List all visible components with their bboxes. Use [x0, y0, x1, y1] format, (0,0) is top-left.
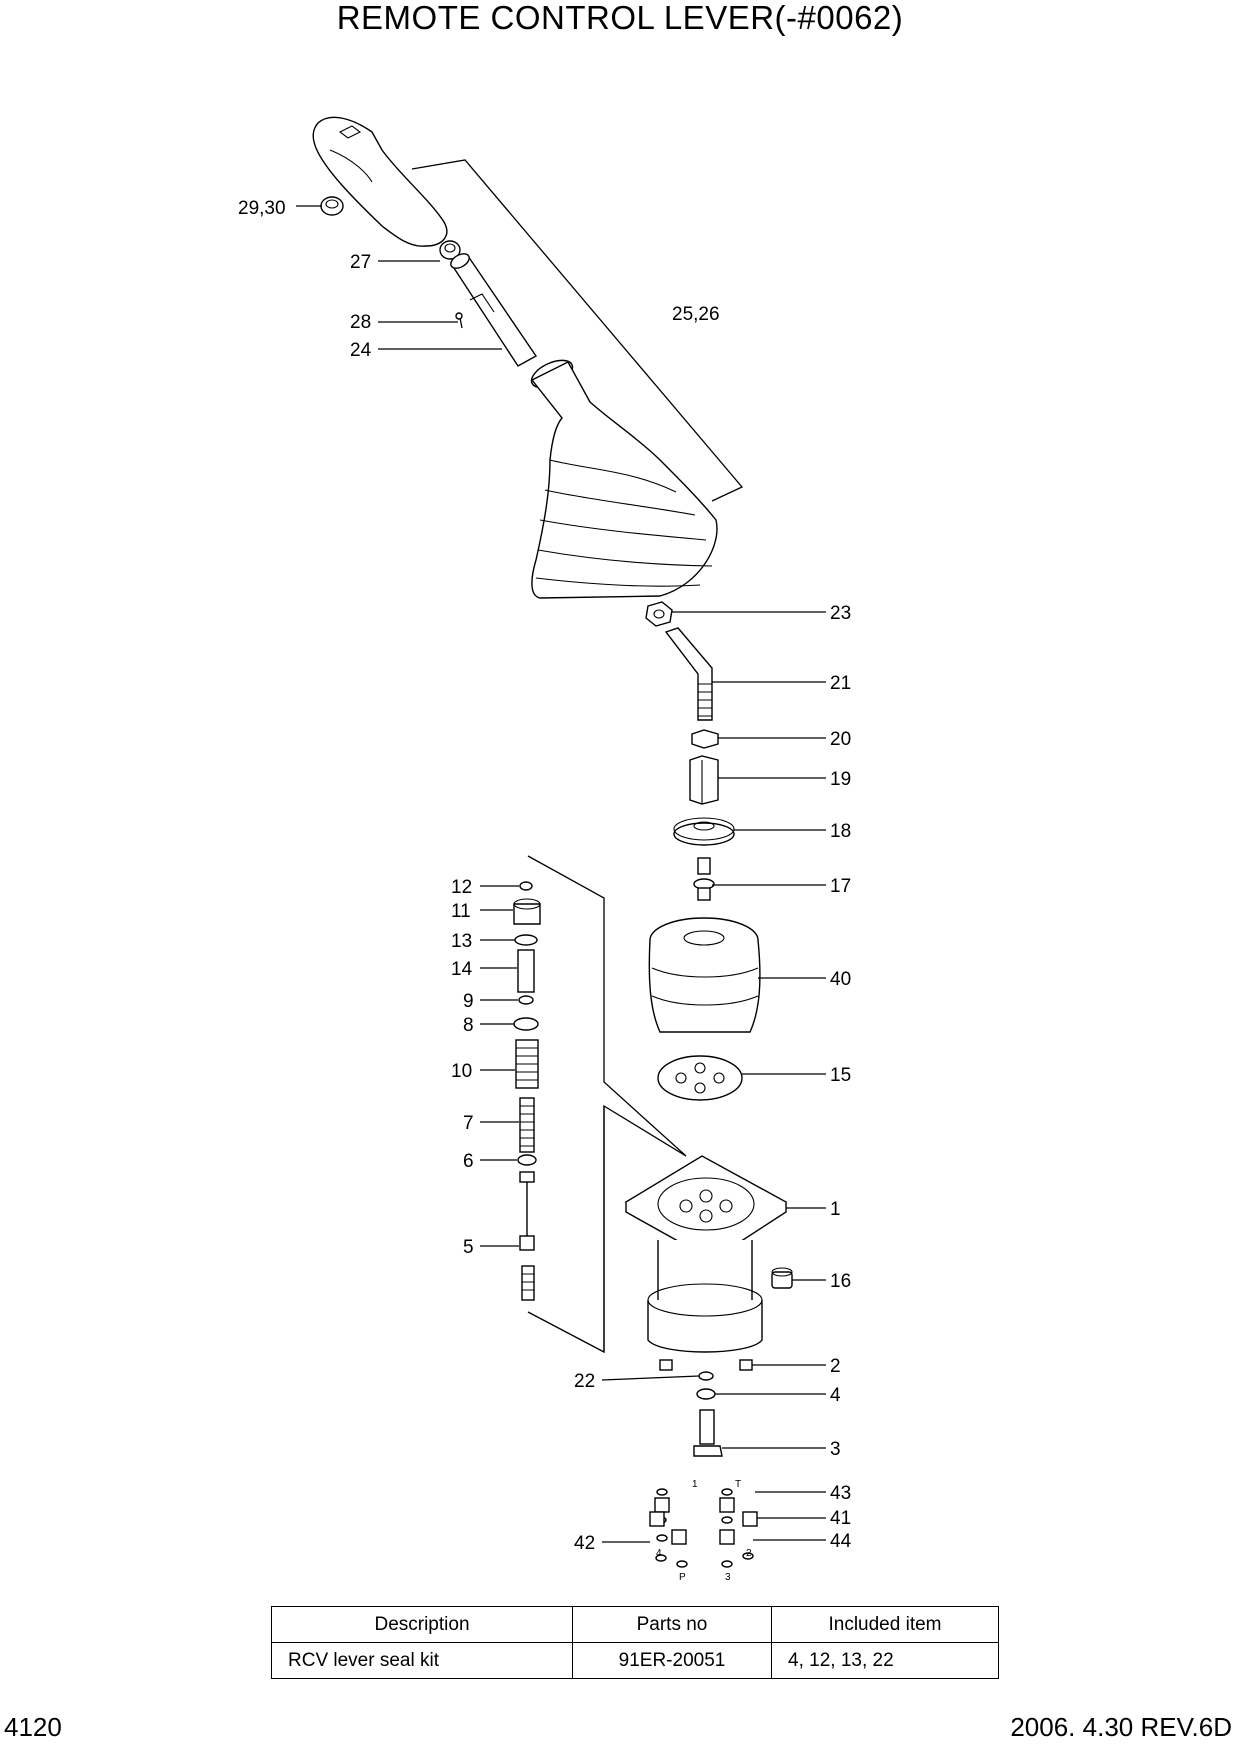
port-label-4: 4 — [656, 1548, 662, 1559]
part-21-rod — [664, 627, 713, 721]
callout-23: 23 — [830, 603, 851, 624]
callout-17: 17 — [830, 876, 851, 897]
callout-16: 16 — [830, 1271, 851, 1292]
part-24-lever-pipe — [450, 253, 538, 367]
callout-29-30: 29,30 — [238, 198, 286, 219]
callout-11: 11 — [451, 901, 471, 922]
spool-subassembly — [513, 881, 541, 1301]
column-header-parts-no: Parts no — [572, 1606, 772, 1643]
part-27-plug — [439, 240, 461, 260]
callout-27: 27 — [350, 252, 371, 273]
callout-9: 9 — [463, 991, 474, 1012]
callout-10: 10 — [451, 1061, 472, 1082]
table-row: RCV lever seal kit 91ER-20051 4, 12, 13,… — [271, 1642, 999, 1679]
callout-19: 19 — [830, 769, 851, 790]
callout-6: 6 — [463, 1151, 474, 1172]
callout-2: 2 — [830, 1356, 841, 1377]
callout-18: 18 — [830, 821, 851, 842]
page-number: 4120 — [4, 1712, 62, 1742]
port-label-P: P — [679, 1572, 686, 1583]
callout-24: 24 — [350, 340, 372, 361]
part-22-oring — [698, 1371, 714, 1381]
port-label-3: 3 — [725, 1572, 731, 1583]
seal-kit-table: Description Parts no Included item RCV l… — [271, 1606, 999, 1679]
column-header-description: Description — [271, 1606, 573, 1643]
part-15-plate — [657, 1055, 743, 1101]
callout-5: 5 — [463, 1237, 474, 1258]
callout-13: 13 — [451, 931, 472, 952]
port-label-1: 1 — [692, 1479, 698, 1490]
callout-8: 8 — [463, 1015, 474, 1036]
cell-parts-no: 91ER-20051 — [572, 1642, 772, 1679]
grip-handle — [312, 116, 448, 247]
callout-28: 28 — [350, 312, 371, 333]
callout-3: 3 — [830, 1439, 841, 1460]
callout-15: 15 — [830, 1065, 851, 1086]
callout-25-26: 25,26 — [672, 304, 720, 325]
cell-description: RCV lever seal kit — [271, 1642, 573, 1679]
port-label-T: T — [735, 1479, 741, 1490]
revision-stamp: 2006. 4.30 REV.6D — [1010, 1712, 1232, 1742]
part-20-nut — [691, 729, 719, 749]
part-16-plug — [771, 1267, 793, 1289]
part-25-26-boot — [530, 359, 718, 599]
port-label-2: 2 — [746, 1548, 752, 1559]
port-fittings — [649, 1488, 758, 1568]
part-29-30-grommet — [320, 196, 344, 216]
table-header-row: Description Parts no Included item — [271, 1606, 999, 1643]
callout-22: 22 — [574, 1371, 595, 1392]
part-1-casing — [624, 1155, 788, 1353]
callout-14: 14 — [451, 959, 473, 980]
callout-20: 20 — [830, 729, 851, 750]
part-3-plug — [693, 1409, 723, 1457]
part-2-bolts — [659, 1359, 753, 1371]
callout-40: 40 — [830, 969, 851, 990]
callout-21: 21 — [830, 673, 851, 694]
callout-12: 12 — [451, 877, 472, 898]
callout-43: 43 — [830, 1483, 851, 1504]
part-23-nut — [645, 601, 673, 627]
column-header-included-item: Included item — [771, 1606, 999, 1643]
part-40-boot — [648, 917, 761, 1033]
callout-41: 41 — [830, 1508, 851, 1529]
page-title: REMOTE CONTROL LEVER(-#0062) — [336, 0, 904, 36]
part-28-screw — [455, 312, 463, 329]
part-19-coupling — [689, 755, 719, 805]
callout-1: 1 — [830, 1199, 841, 1220]
callout-42: 42 — [574, 1533, 595, 1554]
callout-44: 44 — [830, 1531, 852, 1552]
leader-lines — [296, 205, 826, 1543]
part-4-oring — [696, 1388, 716, 1400]
cell-included-item: 4, 12, 13, 22 — [771, 1642, 999, 1679]
callout-7: 7 — [463, 1113, 474, 1134]
part-18-disc-plate — [673, 817, 735, 846]
callout-4: 4 — [830, 1385, 841, 1406]
part-17-joint — [693, 857, 715, 901]
